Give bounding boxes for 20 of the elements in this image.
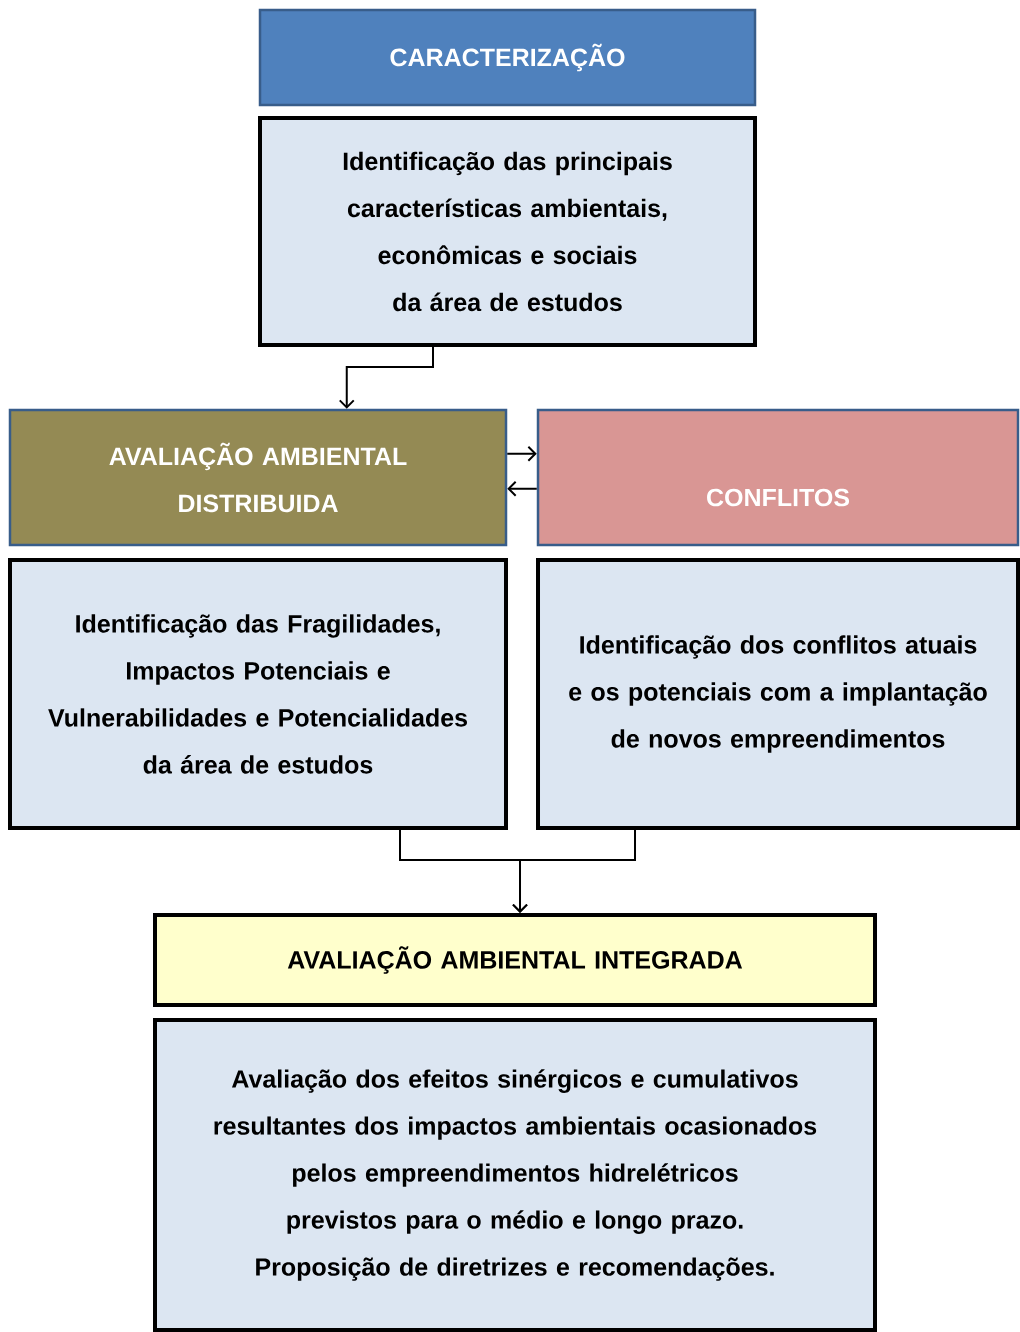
node-label: CONFLITOS: [707, 488, 850, 507]
arrow: [507, 480, 538, 497]
description-box: [153, 1018, 877, 1332]
description-box: [536, 558, 1020, 830]
arrow: [512, 829, 636, 913]
node-label: AVALIAÇÃO AMBIENTAL INTEGRADA: [287, 946, 743, 974]
node-label: AVALIAÇÃO AMBIENTAL DISTRIBUIDA: [109, 442, 407, 513]
node-label: Identificação das principais características ambientais, econômicas e sociais da área de estudos: [343, 151, 672, 312]
description-box: [258, 116, 757, 347]
node-label: Identificação das Fragilidades, Impactos Potenciais e Vulnerabilidades e Potencialidades da área de estudos: [48, 614, 467, 774]
arrow: [338, 346, 434, 409]
header-box: [8, 408, 508, 547]
header-box: [536, 408, 1020, 547]
node-label: Identificação dos conflitos atuais e os potenciais com a implantação de novos empreendimentos: [569, 635, 987, 753]
header-box: [153, 913, 877, 1007]
node-label: CARACTERIZAÇÃO: [390, 43, 625, 72]
node-label: Avaliação dos efeitos sinérgicos e cumulativos resultantes dos impactos ambientais ocasionados pelos empreendimentos hidrelétricos previstos para o médio e longo prazo. Proposição de diretrizes e recomendações.: [214, 1069, 817, 1281]
description-box: [8, 558, 508, 830]
arrow: [506, 445, 537, 462]
header-box: [258, 8, 757, 107]
